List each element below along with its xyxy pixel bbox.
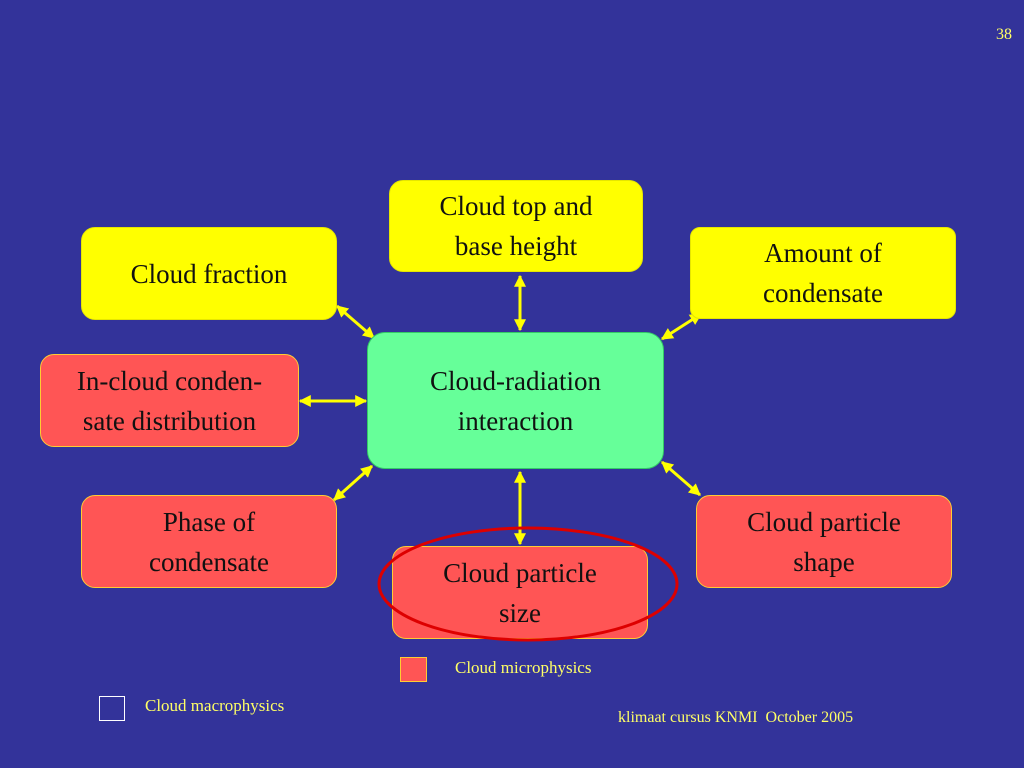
node-cloud-radiation-interaction: Cloud-radiation interaction <box>367 332 664 469</box>
node-cloud-particle-size: Cloud particle size <box>392 546 648 639</box>
node-label: Cloud particle size <box>443 557 597 628</box>
node-label: Cloud top and base height <box>439 191 593 261</box>
legend-swatch-macrophysics <box>99 696 125 721</box>
legend-swatch-microphysics <box>400 657 427 682</box>
arrow-top-right <box>660 312 703 341</box>
arrow-bottom-left <box>332 464 374 502</box>
node-phase-of-condensate: Phase of condensate <box>81 495 337 588</box>
node-cloud-top-base-height: Cloud top and base height <box>389 180 643 272</box>
legend-label-microphysics: Cloud microphysics <box>455 658 592 677</box>
node-label: Cloud fraction <box>130 258 288 289</box>
node-label: Amount of condensate <box>763 238 883 308</box>
page-number: 38 <box>996 26 1012 43</box>
node-amount-of-condensate: Amount of condensate <box>690 227 956 319</box>
node-in-cloud-condensate-distribution: In-cloud conden- sate distribution <box>40 354 299 447</box>
node-label: In-cloud conden- sate distribution <box>76 365 263 436</box>
node-label: Cloud-radiation interaction <box>430 365 601 436</box>
arrow-top-left <box>336 304 375 340</box>
node-label: Cloud particle shape <box>747 506 901 577</box>
node-label: Phase of condensate <box>149 506 269 577</box>
arrow-bottom-right <box>661 460 701 497</box>
node-cloud-fraction: Cloud fraction <box>81 227 337 320</box>
node-cloud-particle-shape: Cloud particle shape <box>696 495 952 588</box>
legend-label-macrophysics: Cloud macrophysics <box>145 696 285 715</box>
footer-text: klimaat cursus KNMI October 2005 <box>618 709 854 726</box>
